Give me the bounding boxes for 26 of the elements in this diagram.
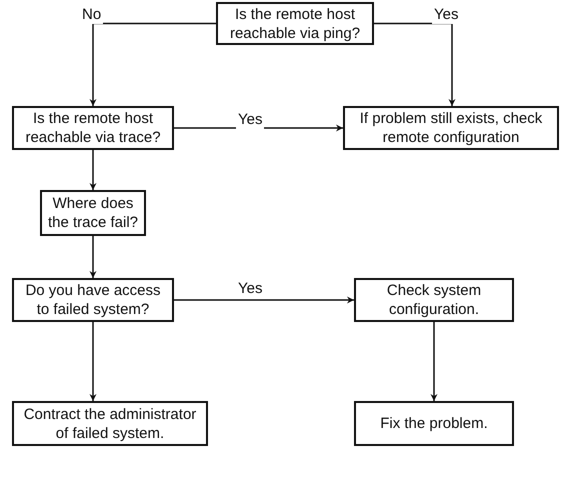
arrow [90, 322, 96, 401]
process-box [354, 401, 514, 446]
box-text: Check system configuration. [386, 281, 482, 319]
arrow [90, 150, 96, 190]
box-text: Contract the administrator of failed system. [22, 404, 198, 442]
arrow [430, 322, 438, 401]
arrow [90, 236, 96, 278]
box-text: Is the remote host reachable via trace? [24, 109, 162, 147]
process-box [40, 190, 146, 236]
box-text: Do you have access to failed system? [24, 281, 162, 319]
process-box [12, 401, 208, 446]
edge-label: Yes [432, 6, 460, 24]
process-box [12, 278, 174, 322]
box-text: Where does the trace fail? [46, 194, 140, 232]
arrow [174, 296, 354, 304]
arrow [374, 22, 456, 106]
arrow [90, 22, 216, 106]
edge-label: Yes [236, 111, 264, 129]
process-box [216, 2, 374, 45]
process-box [343, 106, 559, 150]
process-box [12, 106, 174, 150]
process-box [354, 278, 514, 322]
box-text: Is the remote host reachable via ping? [228, 4, 362, 42]
edge-label: No [80, 6, 104, 24]
box-text: If problem still exists, check remote configuration [358, 109, 544, 147]
box-text: Fix the problem. [380, 414, 488, 433]
